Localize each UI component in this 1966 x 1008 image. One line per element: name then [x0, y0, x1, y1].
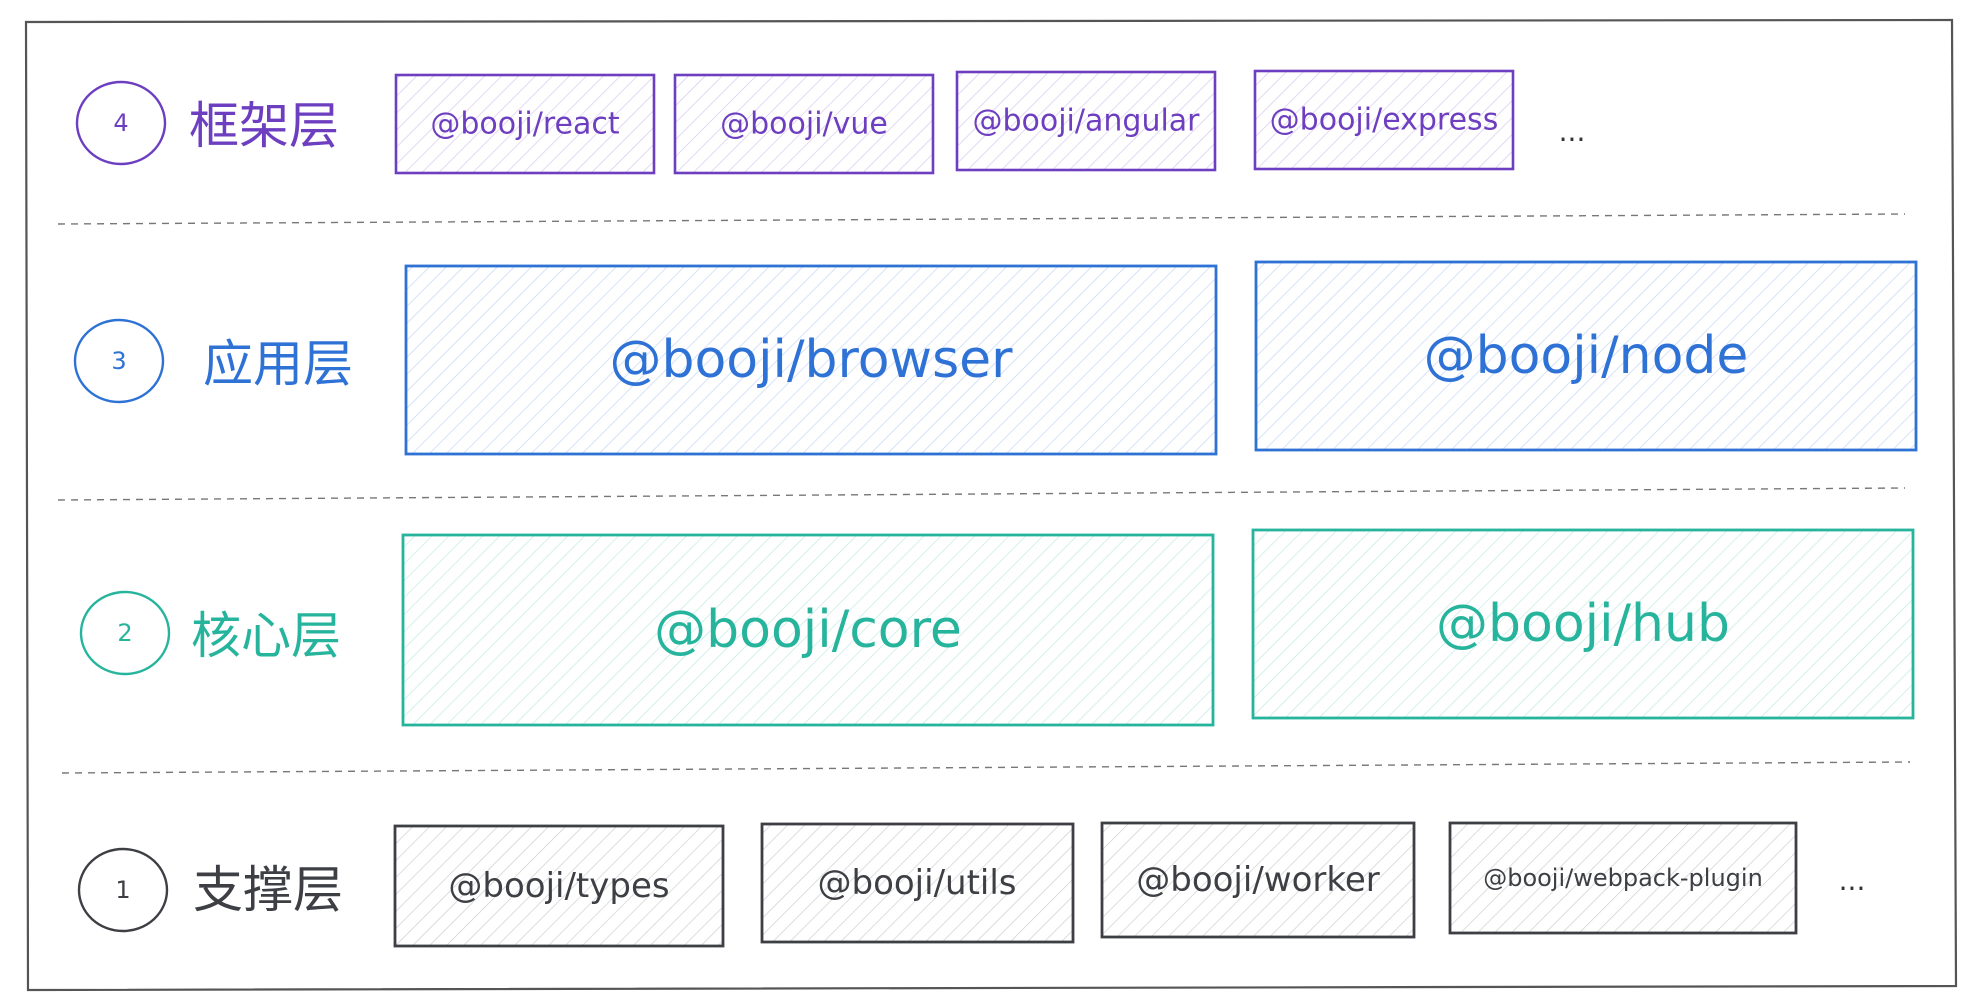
outer-frame [24, 18, 1958, 992]
layer-title: 支撑层 [193, 861, 343, 919]
more-ellipsis: ... [1839, 864, 1866, 897]
package-box: @booji/webpack-plugin [1448, 821, 1798, 935]
package-box: @booji/core [401, 533, 1215, 727]
package-label: @booji/hub [1436, 594, 1730, 654]
layer-number-circle [73, 318, 165, 404]
layer-number: 2 [117, 619, 132, 647]
divider-line [57, 487, 1906, 501]
package-box: @booji/worker [1100, 821, 1416, 939]
layer-number: 1 [115, 876, 130, 904]
package-label: @booji/worker [1136, 860, 1380, 900]
package-box: @booji/utils [760, 822, 1075, 944]
package-label: @booji/node [1424, 326, 1749, 386]
layer-core: 2 核心层 @booji/core @booji/hub [79, 528, 1915, 727]
layer-support: 1 支撑层 @booji/types @booji/utils @booji/w… [77, 821, 1866, 948]
layer-number: 3 [111, 347, 126, 375]
package-label: @booji/types [448, 866, 669, 906]
layer-title: 框架层 [189, 97, 339, 155]
layer-title: 应用层 [203, 335, 353, 393]
divider-line [61, 761, 1911, 774]
layer-application: 3 应用层 @booji/browser @booji/node [73, 260, 1918, 456]
package-box: @booji/browser [404, 264, 1218, 456]
package-label: @booji/vue [720, 107, 888, 142]
layer-number-circle [75, 80, 167, 166]
package-box: @booji/hub [1251, 528, 1915, 720]
package-label: @booji/utils [817, 863, 1016, 903]
layer-number-circle [77, 847, 169, 933]
layer-number-circle [79, 590, 171, 676]
package-label: @booji/browser [609, 330, 1013, 390]
package-label: @booji/express [1270, 103, 1499, 138]
layer-number: 4 [113, 109, 128, 137]
package-label: @booji/angular [972, 104, 1200, 139]
package-box: @booji/express [1253, 69, 1515, 171]
package-label: @booji/core [654, 600, 962, 660]
package-box: @booji/vue [673, 73, 935, 175]
more-ellipsis: ... [1559, 115, 1586, 148]
package-box: @booji/node [1254, 260, 1918, 452]
package-label: @booji/react [430, 107, 620, 142]
package-label: @booji/webpack-plugin [1483, 864, 1763, 892]
layer-title: 核心层 [191, 607, 341, 665]
package-box: @booji/angular [955, 70, 1217, 172]
package-box: @booji/react [394, 73, 656, 175]
package-box: @booji/types [393, 824, 725, 948]
layer-framework: 4 框架层 @booji/react @booji/vue @booji/ang… [75, 69, 1586, 175]
divider-line [57, 213, 1906, 225]
